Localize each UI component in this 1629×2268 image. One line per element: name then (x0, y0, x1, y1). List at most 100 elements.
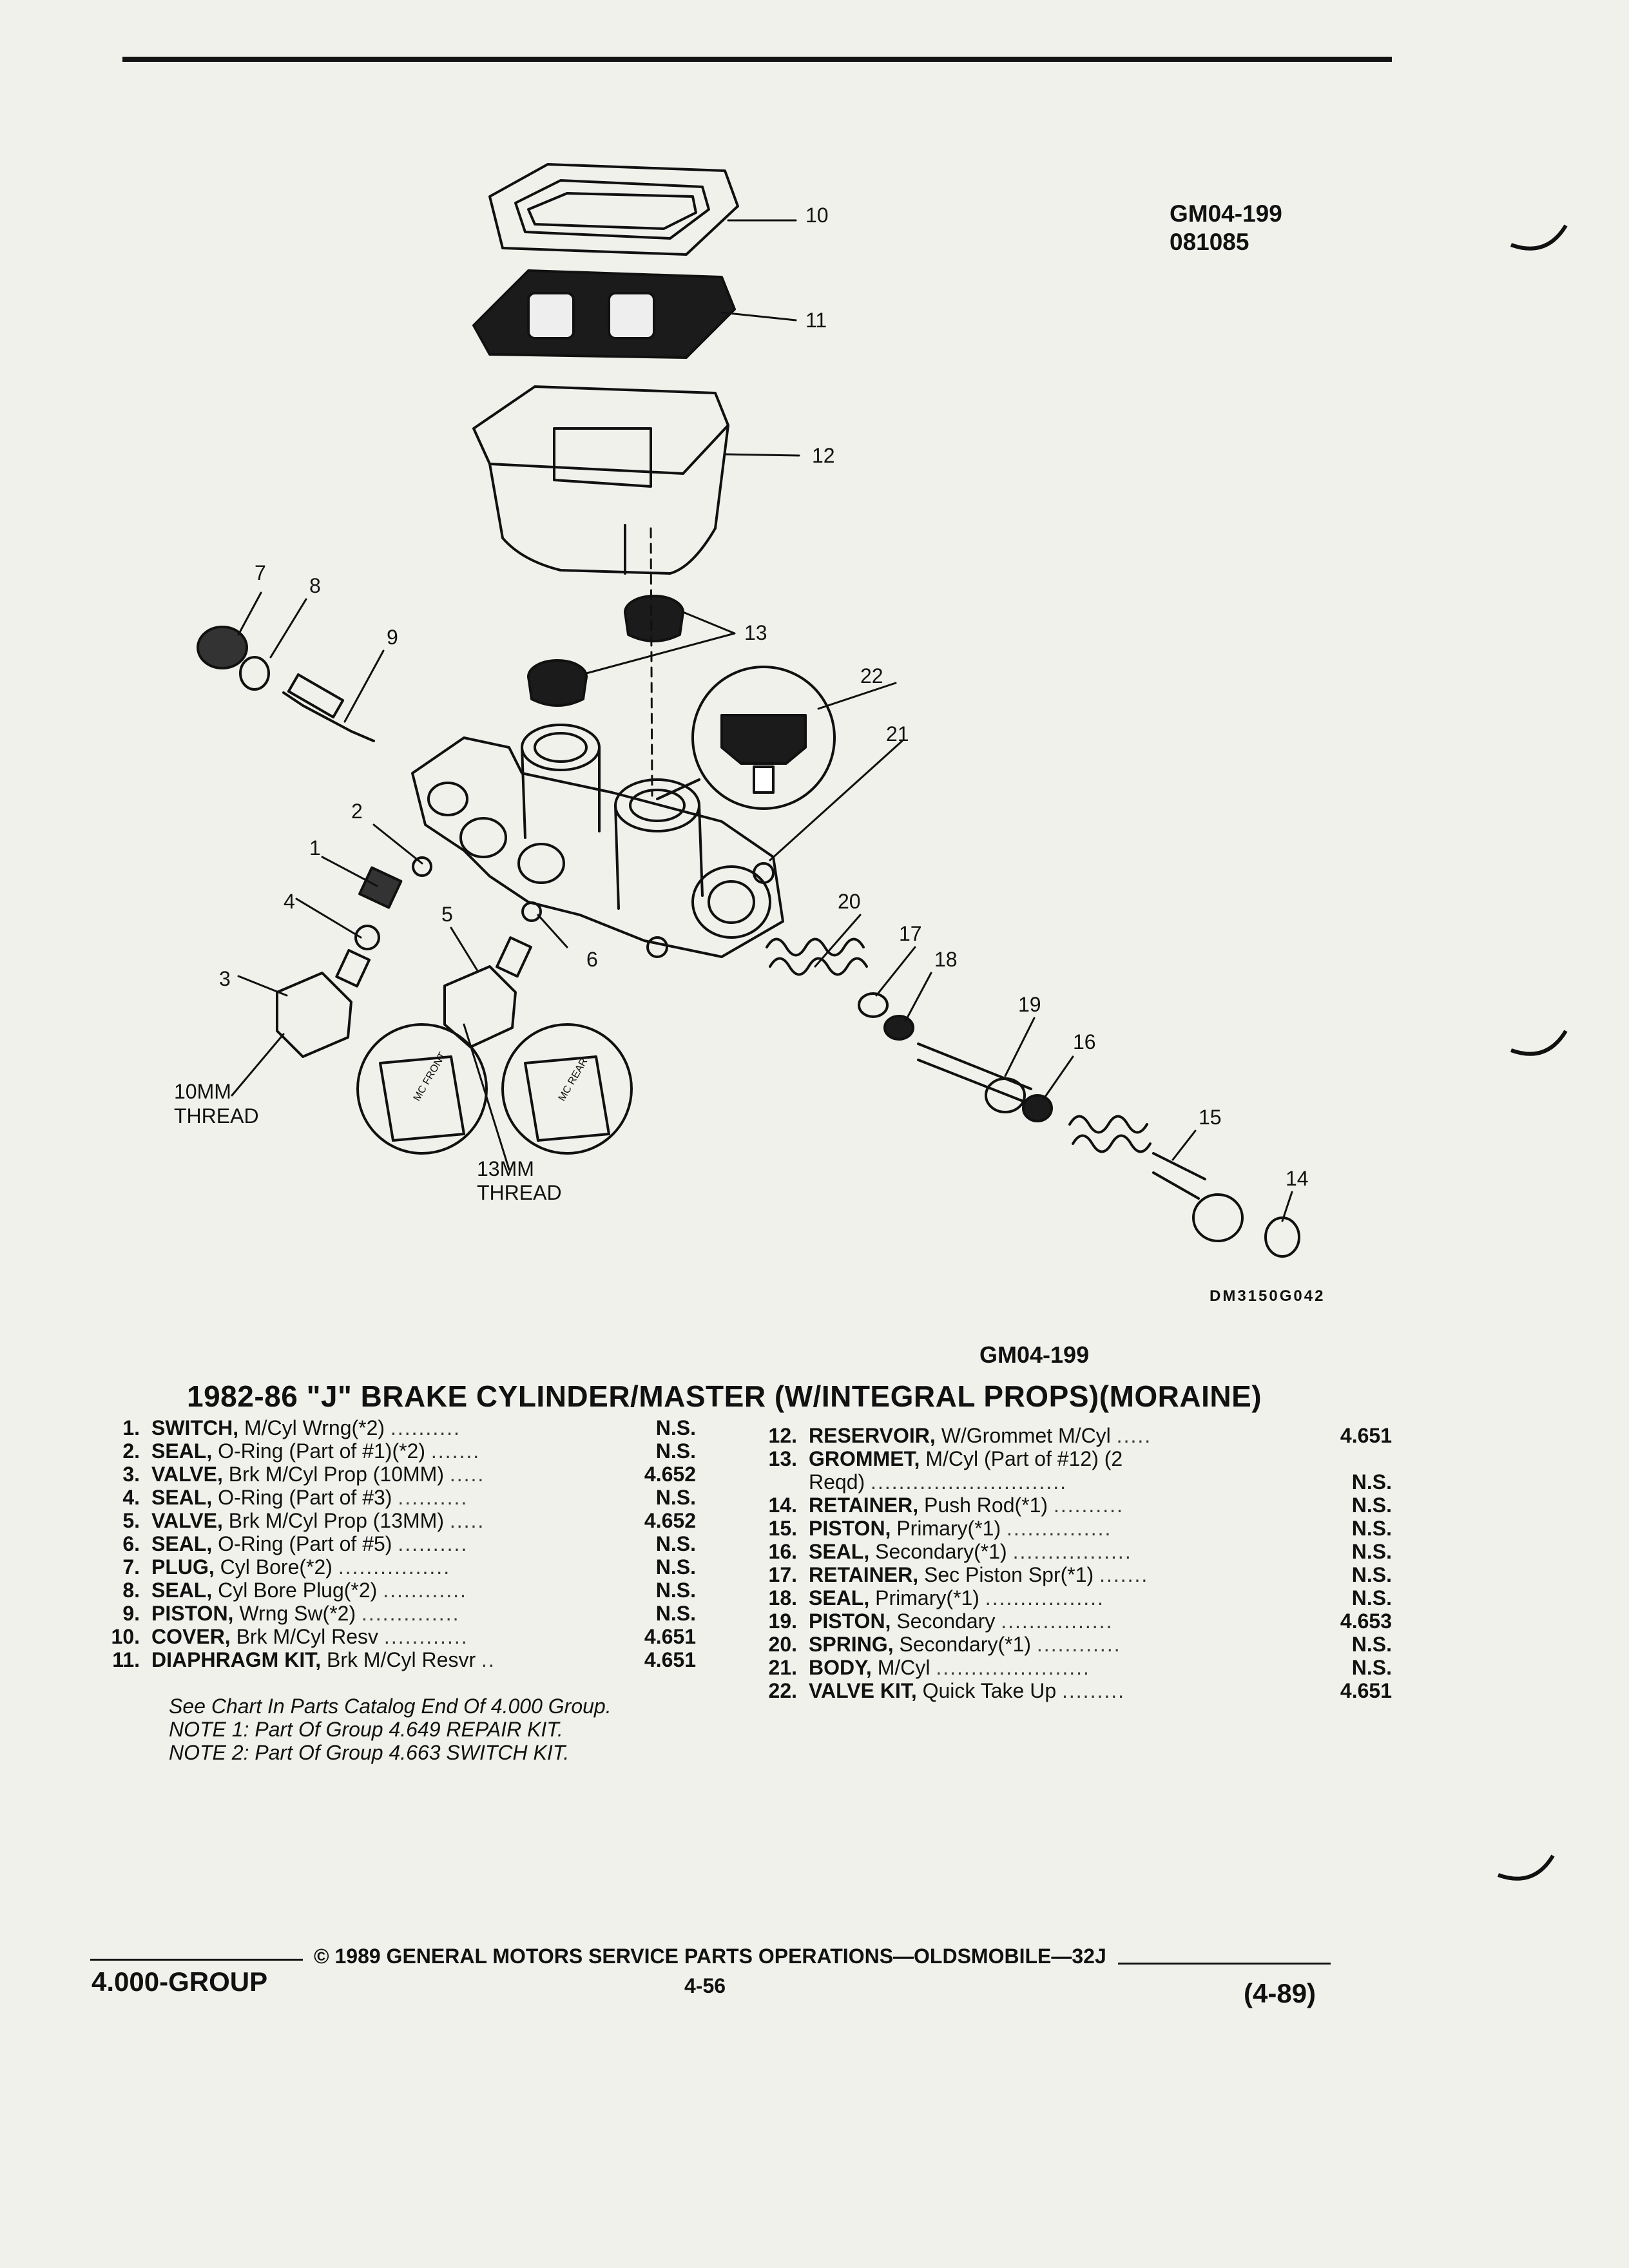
part-reservoir (472, 385, 729, 575)
part-number: 14. (768, 1494, 797, 1517)
part-group: N.S. (655, 1555, 696, 1579)
footer-group: 4.000-GROUP (92, 1966, 268, 1997)
part-row: 15.PISTON, Primary(*1) ...............N.… (747, 1517, 1392, 1540)
callout-8: 8 (309, 574, 321, 597)
part-desc: Primary(*1) (875, 1586, 979, 1610)
part-number: 21. (768, 1656, 797, 1679)
margin-mark (1497, 1854, 1555, 1881)
callout-2: 2 (351, 800, 363, 823)
part-dots: .............. (361, 1602, 460, 1625)
callout-15: 15 (1199, 1106, 1222, 1129)
thread-13mm-line2: THREAD (477, 1181, 562, 1204)
part-group: N.S. (655, 1416, 696, 1439)
callout-17: 17 (899, 922, 922, 945)
part-row: 1.SWITCH, M/Cyl Wrng(*2) ..........N.S. (90, 1416, 696, 1439)
part-group: N.S. (1351, 1633, 1392, 1656)
part-dots: .......... (390, 1416, 461, 1439)
parts-list-left: 1.SWITCH, M/Cyl Wrng(*2) ..........N.S. … (90, 1416, 696, 1671)
footer-page-number: 4-56 (684, 1974, 726, 1997)
part-row: 14.RETAINER, Push Rod(*1) ..........N.S. (747, 1494, 1392, 1517)
part-number: 1. (122, 1416, 140, 1439)
part-number: 19. (768, 1610, 797, 1633)
part-name: DIAPHRAGM KIT, (151, 1648, 322, 1671)
part-group: 4.652 (644, 1509, 696, 1532)
part-desc: Cyl Bore Plug(*2) (218, 1579, 378, 1602)
part-quick-take-up-valve (656, 666, 836, 810)
part-dots: ................. (985, 1586, 1104, 1610)
part-desc: Brk M/Cyl Prop (13MM) (228, 1509, 444, 1532)
part-number: 3. (122, 1463, 140, 1486)
callout-20: 20 (838, 890, 861, 913)
part-desc: O-Ring (Part of #1)(*2) (218, 1439, 425, 1463)
callout-4: 4 (284, 890, 295, 913)
part-row: 2.SEAL, O-Ring (Part of #1)(*2) .......N… (90, 1439, 696, 1463)
callout-5: 5 (441, 903, 453, 926)
part-desc: Sec Piston Spr(*1) (923, 1563, 1094, 1586)
part-name: PISTON, (151, 1602, 234, 1625)
callout-12: 12 (812, 444, 835, 467)
part-number: 4. (122, 1486, 140, 1509)
part-dots: .. (481, 1648, 496, 1671)
part-row: Reqd) ............................N.S. (747, 1470, 1392, 1494)
part-name: PISTON, (809, 1610, 891, 1633)
part-dots: ................ (338, 1555, 451, 1579)
part-name: COVER, (151, 1625, 231, 1648)
part-name: BODY, (809, 1656, 872, 1679)
callout-21: 21 (886, 722, 909, 745)
part-dots: ............ (1036, 1633, 1121, 1656)
part-row: 17.RETAINER, Sec Piston Spr(*1) .......N… (747, 1563, 1392, 1586)
part-group: N.S. (1351, 1586, 1392, 1610)
callout-18: 18 (934, 948, 958, 971)
callout-6: 6 (586, 948, 598, 971)
part-name: RESERVOIR, (809, 1424, 936, 1447)
part-dots: ..... (1116, 1424, 1152, 1447)
note-line: See Chart In Parts Catalog End Of 4.000 … (169, 1695, 612, 1718)
part-name: RETAINER, (809, 1494, 919, 1517)
part-name: SEAL, (151, 1486, 213, 1509)
part-dots: ................ (1001, 1610, 1113, 1633)
part-bore-plug-assembly (197, 626, 375, 742)
part-group: N.S. (1351, 1540, 1392, 1563)
part-desc: M/Cyl (Part of #12) (2 (925, 1447, 1123, 1470)
part-number: 20. (768, 1633, 797, 1656)
part-cover (488, 163, 739, 256)
part-dots: ...................... (936, 1656, 1090, 1679)
part-grommets (527, 595, 684, 707)
note-line: NOTE 2: Part Of Group 4.663 SWITCH KIT. (169, 1741, 570, 1764)
part-name: SEAL, (151, 1439, 213, 1463)
part-diaphragm (472, 269, 736, 359)
part-number: 16. (768, 1540, 797, 1563)
part-row: 22.VALVE KIT, Quick Take Up .........4.6… (747, 1679, 1392, 1702)
part-dots: ................. (1012, 1540, 1132, 1563)
part-desc: Wrng Sw(*2) (239, 1602, 356, 1625)
footer-date: (4-89) (1244, 1978, 1316, 2008)
part-row: 12.RESERVOIR, W/Grommet M/Cyl .....4.651 (747, 1424, 1392, 1447)
leader-lines (231, 219, 1293, 1222)
part-group: 4.651 (644, 1648, 696, 1671)
part-desc: Secondary (896, 1610, 996, 1633)
part-desc: W/Grommet M/Cyl (941, 1424, 1111, 1447)
part-name: SEAL, (809, 1586, 870, 1610)
part-row: 16.SEAL, Secondary(*1) .................… (747, 1540, 1392, 1563)
note-line: NOTE 1: Part Of Group 4.649 REPAIR KIT. (169, 1718, 563, 1741)
part-desc: Brk M/Cyl Resv (236, 1625, 379, 1648)
callout-14: 14 (1286, 1167, 1309, 1190)
part-number: 22. (768, 1679, 797, 1702)
part-number: 13. (768, 1447, 797, 1470)
thread-13mm-line1: 13MM (477, 1157, 534, 1180)
part-desc: Quick Take Up (922, 1679, 1057, 1702)
part-number: 11. (112, 1648, 140, 1671)
parts-list-right: 12.RESERVOIR, W/Grommet M/Cyl .....4.651… (747, 1424, 1392, 1702)
thread-10mm-line1: 10MM (174, 1080, 231, 1103)
part-row: 5.VALVE, Brk M/Cyl Prop (13MM) .....4.65… (90, 1509, 696, 1532)
part-group: N.S. (655, 1439, 696, 1463)
part-name: GROMMET, (809, 1447, 920, 1470)
figure-id: GM04-199 (979, 1341, 1090, 1368)
section-title: 1982-86 "J" BRAKE CYLINDER/MASTER (W/INT… (187, 1379, 1262, 1413)
callout-16: 16 (1073, 1030, 1096, 1053)
part-name: SEAL, (809, 1540, 870, 1563)
part-desc: Cyl Bore(*2) (220, 1555, 333, 1579)
part-name: PISTON, (809, 1517, 891, 1540)
part-row: 7.PLUG, Cyl Bore(*2) ................N.S… (90, 1555, 696, 1579)
part-group: 4.652 (644, 1463, 696, 1486)
